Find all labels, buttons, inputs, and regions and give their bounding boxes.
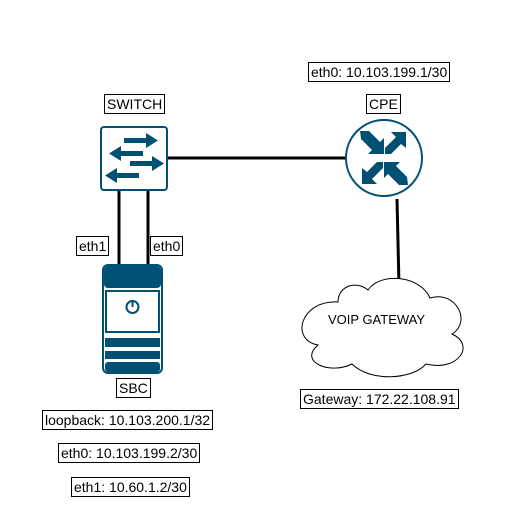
link-eth0-label: eth0 bbox=[150, 236, 184, 256]
sbc-loopback-label: loopback: 10.103.200.1/32 bbox=[42, 410, 214, 430]
sbc-label: SBC bbox=[116, 378, 151, 398]
switch-label: SWITCH bbox=[104, 94, 166, 114]
cloud-label: VOIP GATEWAY bbox=[328, 312, 426, 327]
cloud-gateway-label: Gateway: 172.22.108.91 bbox=[300, 389, 459, 409]
sbc-eth0-label: eth0: 10.103.199.2/30 bbox=[58, 443, 201, 463]
router-icon[interactable] bbox=[345, 119, 423, 197]
cloud-icon[interactable] bbox=[301, 277, 464, 378]
network-switch-icon[interactable] bbox=[100, 126, 168, 191]
cpe-label: CPE bbox=[366, 94, 401, 114]
link-eth1-label: eth1 bbox=[76, 236, 110, 256]
server-icon[interactable] bbox=[102, 264, 163, 374]
sbc-eth1-label: eth1: 10.60.1.2/30 bbox=[71, 477, 190, 497]
link-cpe-cloud bbox=[395, 198, 401, 287]
cpe-interface-label: eth0: 10.103.199.1/30 bbox=[308, 62, 451, 82]
